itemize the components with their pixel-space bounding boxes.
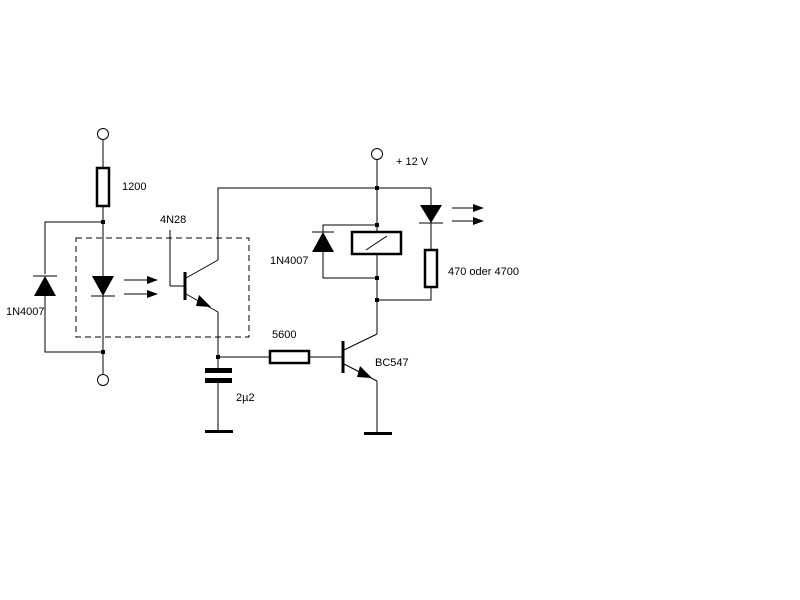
relay-coil bbox=[350, 230, 403, 256]
supply-terminal bbox=[371, 148, 383, 160]
indicator-led bbox=[419, 205, 443, 224]
input-terminal-bottom bbox=[97, 374, 109, 386]
resistor-5600 bbox=[268, 349, 311, 365]
label-capacitor: 2µ2 bbox=[236, 392, 255, 404]
phototransistor bbox=[169, 230, 219, 313]
label-diode-relay: 1N4007 bbox=[270, 255, 309, 267]
optocoupler-box bbox=[75, 237, 250, 338]
label-r-led: 470 oder 4700 bbox=[448, 266, 519, 278]
label-transistor: BC547 bbox=[375, 357, 409, 369]
resistor-1200 bbox=[95, 166, 111, 208]
ground-symbol-transistor bbox=[364, 432, 392, 435]
capacitor-2u2 bbox=[205, 368, 232, 383]
diode-1n4007-input bbox=[33, 275, 57, 296]
label-supply: + 12 V bbox=[396, 156, 429, 168]
label-r-input: 1200 bbox=[122, 181, 146, 193]
label-diode-input: 1N4007 bbox=[6, 306, 45, 318]
label-r-base: 5600 bbox=[272, 329, 296, 341]
resistor-470-4700 bbox=[423, 248, 439, 289]
ground-symbol-capacitor bbox=[205, 430, 233, 433]
opto-led bbox=[91, 276, 115, 297]
light-arrows bbox=[124, 276, 158, 298]
label-optocoupler: 4N28 bbox=[160, 214, 186, 226]
diode-1n4007-relay bbox=[312, 231, 334, 252]
led-light-arrows bbox=[452, 204, 484, 225]
transistor-bc547 bbox=[341, 333, 378, 382]
input-terminal-top bbox=[97, 128, 109, 140]
